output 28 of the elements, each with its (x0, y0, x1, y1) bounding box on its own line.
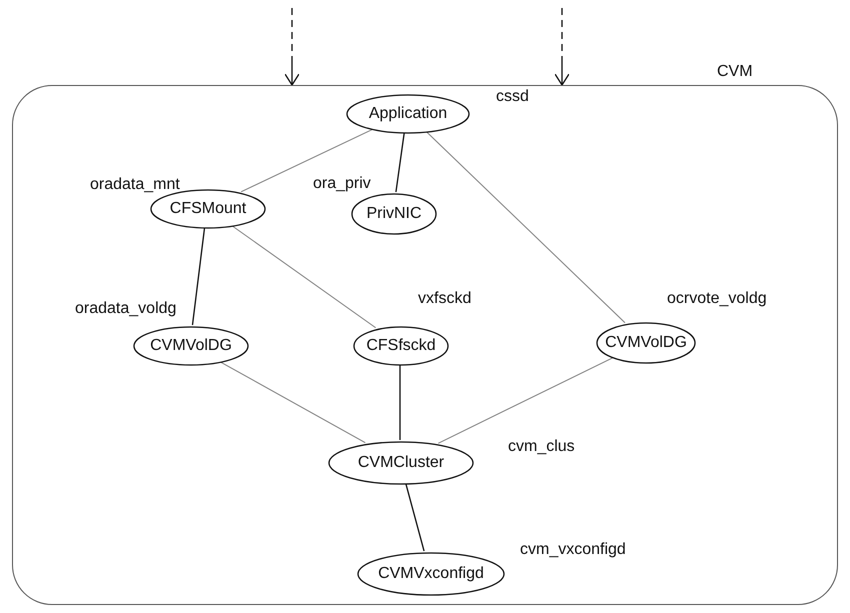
resource-type-label: CVMCluster (358, 454, 444, 472)
connector-line (232, 226, 376, 328)
connector-line (399, 365, 401, 440)
resource-type-label: CVMVolDG (605, 334, 687, 352)
resource-type-label: CFSMount (170, 200, 246, 218)
connector-line (395, 132, 405, 192)
resource-name: oradata_mnt (90, 176, 180, 194)
group-name: CVM (717, 63, 753, 81)
connector-line (240, 129, 373, 192)
resource-name: cvm_vxconfigd (520, 541, 626, 559)
resource-name: cvm_clus (508, 438, 575, 456)
resource-type-label: PrivNIC (366, 205, 422, 223)
resource-name: vxfsckd (418, 290, 472, 308)
resource-type-label: CVMVolDG (150, 337, 232, 355)
resource-name: oradata_voldg (75, 300, 176, 318)
connector-line (192, 228, 206, 326)
connector-line (220, 362, 366, 444)
arrow (554, 8, 570, 86)
resource-type-label: CVMVxconfigd (378, 565, 484, 583)
resource-name: ocrvote_voldg (667, 290, 767, 308)
resource-name: ora_priv (313, 175, 371, 193)
resource-name: cssd (496, 88, 529, 106)
arrow (284, 8, 300, 86)
connector-line (438, 357, 613, 444)
connector-line (405, 484, 425, 552)
connector-line (426, 131, 626, 324)
resource-type-label: Application (368, 105, 448, 123)
resource-type-label: CFSfsckd (366, 337, 436, 355)
